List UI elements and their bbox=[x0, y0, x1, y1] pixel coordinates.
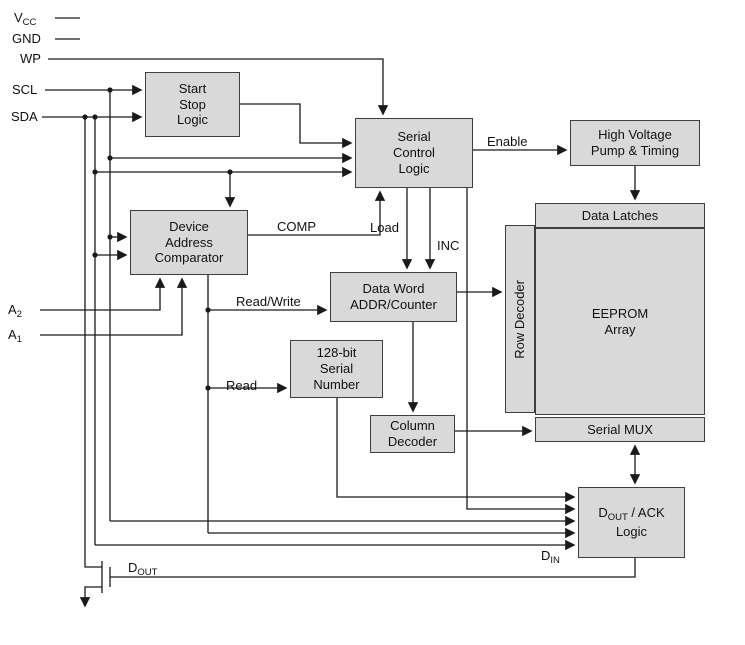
pin-vcc-base: V bbox=[14, 10, 23, 25]
block-high-voltage-pump: High Voltage Pump & Timing bbox=[570, 120, 700, 166]
wire-serial-control-to-dout-ack bbox=[466, 188, 576, 515]
block-high-voltage-pump-label: High Voltage Pump & Timing bbox=[590, 127, 680, 158]
pin-label-dout: DOUT bbox=[128, 560, 157, 578]
block-dout-ack-logic-label: DOUT / ACK Logic bbox=[598, 505, 664, 539]
pin-dout-sub: OUT bbox=[137, 567, 158, 578]
pin-label-a2: A2 bbox=[8, 302, 22, 320]
block-data-latches-label: Data Latches bbox=[581, 207, 659, 223]
block-data-word-addr-counter-label: Data Word ADDR/Counter bbox=[350, 281, 437, 312]
wire-label-inc: INC bbox=[437, 238, 460, 253]
junction-dot bbox=[92, 169, 98, 175]
wire-wp-to-serial-control bbox=[48, 58, 389, 116]
dout-ack-rest: / ACK bbox=[627, 505, 665, 521]
block-row-decoder-label: Row Decoder bbox=[512, 279, 528, 359]
junction-dot bbox=[92, 252, 98, 258]
wire-serial-number-to-dout-ack bbox=[336, 398, 576, 503]
pin-a2-sub: 2 bbox=[16, 309, 22, 320]
block-serial-mux: Serial MUX bbox=[535, 417, 705, 442]
junction-dot bbox=[205, 307, 211, 313]
dout-ack-sub: OUT bbox=[607, 512, 628, 524]
pin-a1-sub: 1 bbox=[16, 334, 22, 345]
junction-dot bbox=[92, 114, 98, 120]
pin-label-din: DIN bbox=[541, 548, 560, 566]
block-column-decoder-label: Column Decoder bbox=[387, 418, 438, 449]
pin-label-a1: A1 bbox=[8, 327, 22, 345]
block-serial-control-logic: Serial Control Logic bbox=[355, 118, 473, 188]
block-serial-control-logic-label: Serial Control Logic bbox=[393, 129, 435, 176]
wire-sda-to-output-transistor-drain bbox=[84, 117, 102, 568]
block-data-word-addr-counter: Data Word ADDR/Counter bbox=[330, 272, 457, 322]
wire-a2-to-device-addr bbox=[40, 277, 166, 311]
wire-label-read: Read bbox=[226, 378, 258, 393]
block-eeprom-array: EEPROM Array bbox=[535, 228, 705, 415]
wire-label-read-write: Read/Write bbox=[236, 294, 301, 309]
block-128bit-serial-number: 128-bit Serial Number bbox=[290, 340, 383, 398]
wire-comp-to-serial-control bbox=[248, 190, 386, 236]
pin-label-sda: SDA bbox=[11, 109, 38, 124]
junction-dot bbox=[205, 385, 211, 391]
junction-dot bbox=[107, 155, 113, 161]
block-row-decoder: Row Decoder bbox=[505, 225, 535, 413]
wire-label-enable: Enable bbox=[487, 134, 528, 149]
wire-a1-to-device-addr bbox=[40, 277, 188, 336]
pin-a2-base: A bbox=[8, 302, 17, 317]
block-128bit-serial-number-label: 128-bit Serial Number bbox=[313, 345, 360, 392]
pin-dout-base: D bbox=[128, 560, 138, 575]
transistor-source-to-ground bbox=[79, 586, 102, 608]
junction-dots bbox=[82, 87, 233, 391]
pin-label-scl: SCL bbox=[12, 82, 38, 97]
wire-dout-ack-to-transistor-gate bbox=[110, 558, 636, 578]
block-column-decoder: Column Decoder bbox=[370, 415, 455, 453]
block-device-address-comparator-label: Device Address Comparator bbox=[154, 218, 224, 266]
pin-din-base: D bbox=[541, 548, 551, 563]
pin-label-wp: WP bbox=[20, 51, 41, 66]
junction-dot bbox=[82, 114, 88, 120]
pin-vcc-sub: CC bbox=[22, 17, 37, 28]
block-start-stop-logic-label: Start Stop Logic bbox=[176, 80, 209, 128]
block-device-address-comparator: Device Address Comparator bbox=[130, 210, 248, 275]
wire-start-stop-to-serial-control bbox=[240, 103, 353, 149]
wire-label-load: Load bbox=[370, 220, 399, 235]
wire-label-comp: COMP bbox=[277, 219, 316, 234]
junction-dot bbox=[107, 87, 113, 93]
pin-label-gnd: GND bbox=[12, 31, 41, 46]
dout-ack-base: D bbox=[598, 505, 608, 521]
junction-dot bbox=[107, 234, 113, 240]
pin-label-vcc: VCC bbox=[14, 10, 36, 28]
pin-a1-base: A bbox=[8, 327, 17, 342]
block-start-stop-logic: Start Stop Logic bbox=[145, 72, 240, 137]
block-serial-mux-label: Serial MUX bbox=[587, 421, 653, 437]
junction-dot bbox=[227, 169, 233, 175]
dout-ack-line2: Logic bbox=[615, 523, 648, 539]
block-data-latches: Data Latches bbox=[535, 203, 705, 228]
block-dout-ack-logic: DOUT / ACK Logic bbox=[578, 487, 685, 558]
block-eeprom-array-label: EEPROM Array bbox=[591, 305, 649, 337]
pin-din-sub: IN bbox=[550, 555, 560, 566]
